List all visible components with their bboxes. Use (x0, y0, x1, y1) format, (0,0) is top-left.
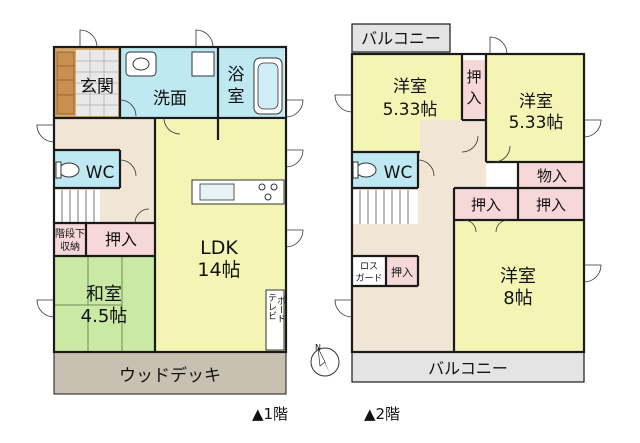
closet-2f-1 (454, 188, 518, 220)
bath-label-2: 室 (228, 87, 245, 107)
closet-a-label-1: 押 (466, 68, 481, 86)
western-room-b-label: 洋室 (519, 92, 553, 112)
western-room-c-size: 8帖 (503, 288, 532, 309)
under-stairs-label-1: 階段下 (55, 227, 85, 240)
ldk-label: LDK (200, 237, 238, 259)
shoe-cabinet (56, 51, 75, 115)
western-room-b (486, 54, 584, 162)
toilet-icon (58, 162, 80, 178)
doors-1f (36, 29, 304, 318)
stove-burner-icon (258, 183, 266, 191)
ldk-room (155, 120, 285, 352)
ldk-size: 14帖 (197, 259, 240, 281)
western-room-a-size: 5.33帖 (383, 100, 438, 120)
walls-1f (52, 45, 288, 354)
compass-icon: N (310, 343, 340, 377)
closet-1f-label: 押入 (105, 230, 137, 249)
stove-burner-icon (270, 183, 278, 191)
svg-text:N: N (315, 343, 321, 352)
stairs-1f-steps (61, 190, 95, 222)
closet-a (462, 60, 486, 118)
kitchen-sink-icon (199, 183, 235, 201)
tv-board-label-2: ボード (275, 296, 286, 323)
wood-deck (53, 351, 287, 395)
washer-icon (191, 51, 215, 77)
hall-2f-mid (420, 120, 486, 190)
wash-basin-icon (125, 51, 157, 77)
wash-basin-bowl-icon (132, 57, 150, 71)
stairs-2f-steps (359, 190, 409, 224)
floor-1: ウッドデッキ (36, 29, 304, 423)
toilet-icon (355, 162, 377, 178)
wc-1f-label: WC (86, 163, 115, 183)
balcony-bottom-label: バルコニー (428, 359, 508, 378)
stairs-2f (352, 190, 418, 224)
japanese-room-label: 和室 (86, 284, 122, 305)
closet-2f-1-label: 押入 (471, 196, 501, 214)
wood-deck-label: ウッドデッキ (119, 365, 221, 386)
balcony-bottom (351, 351, 585, 383)
under-stairs-label-2: 収納 (60, 240, 80, 253)
closet-2f-3-label: 押入 (391, 265, 413, 279)
wc-2f-label: WC (384, 163, 413, 183)
balcony-top (351, 23, 451, 53)
japanese-room (55, 256, 155, 352)
bath-label-1: 浴 (228, 65, 245, 85)
closet-a-label-2: 入 (466, 89, 481, 107)
tv-board-label-1: テレビ (266, 293, 276, 320)
entrance-tile-grid (76, 50, 118, 116)
stairs-1f (55, 190, 100, 222)
loss-guard-label-2: ガード (355, 273, 382, 284)
bathtub-inner-icon (257, 62, 279, 110)
floor-2: バルコニー バルコニー (334, 23, 602, 423)
stove-burner-icon (264, 193, 272, 201)
loss-guard-label-1: ロス (360, 262, 378, 272)
western-room-b-size: 5.33帖 (509, 113, 564, 133)
western-room-c-label: 洋室 (500, 266, 536, 287)
toilet-tank-icon (352, 161, 359, 179)
wash-room-label: 洗面 (153, 89, 187, 109)
floor-2-caption: ▲2階 (364, 405, 400, 423)
closet-2f-3 (386, 256, 418, 286)
tatami-lines (55, 256, 123, 352)
western-room-a-label: 洋室 (393, 77, 427, 97)
floor-1-caption: ▲1階 (252, 405, 288, 423)
storage-2f (518, 162, 584, 188)
storage-2f-label: 物入 (537, 167, 567, 185)
western-room-c (454, 220, 584, 352)
doors-2f (334, 36, 602, 318)
closet-2f-2 (518, 188, 584, 220)
closet-1f (86, 223, 155, 255)
japanese-room-size: 4.5帖 (81, 306, 128, 327)
balcony-top-label: バルコニー (361, 29, 441, 48)
tv-board (265, 289, 285, 351)
closet-2f-2-label: 押入 (536, 196, 566, 214)
walls-2f (350, 52, 586, 354)
toilet-tank-icon (55, 161, 62, 179)
under-stairs-storage (55, 223, 85, 256)
loss-guard (352, 256, 386, 286)
entrance-label: 玄関 (80, 77, 114, 97)
